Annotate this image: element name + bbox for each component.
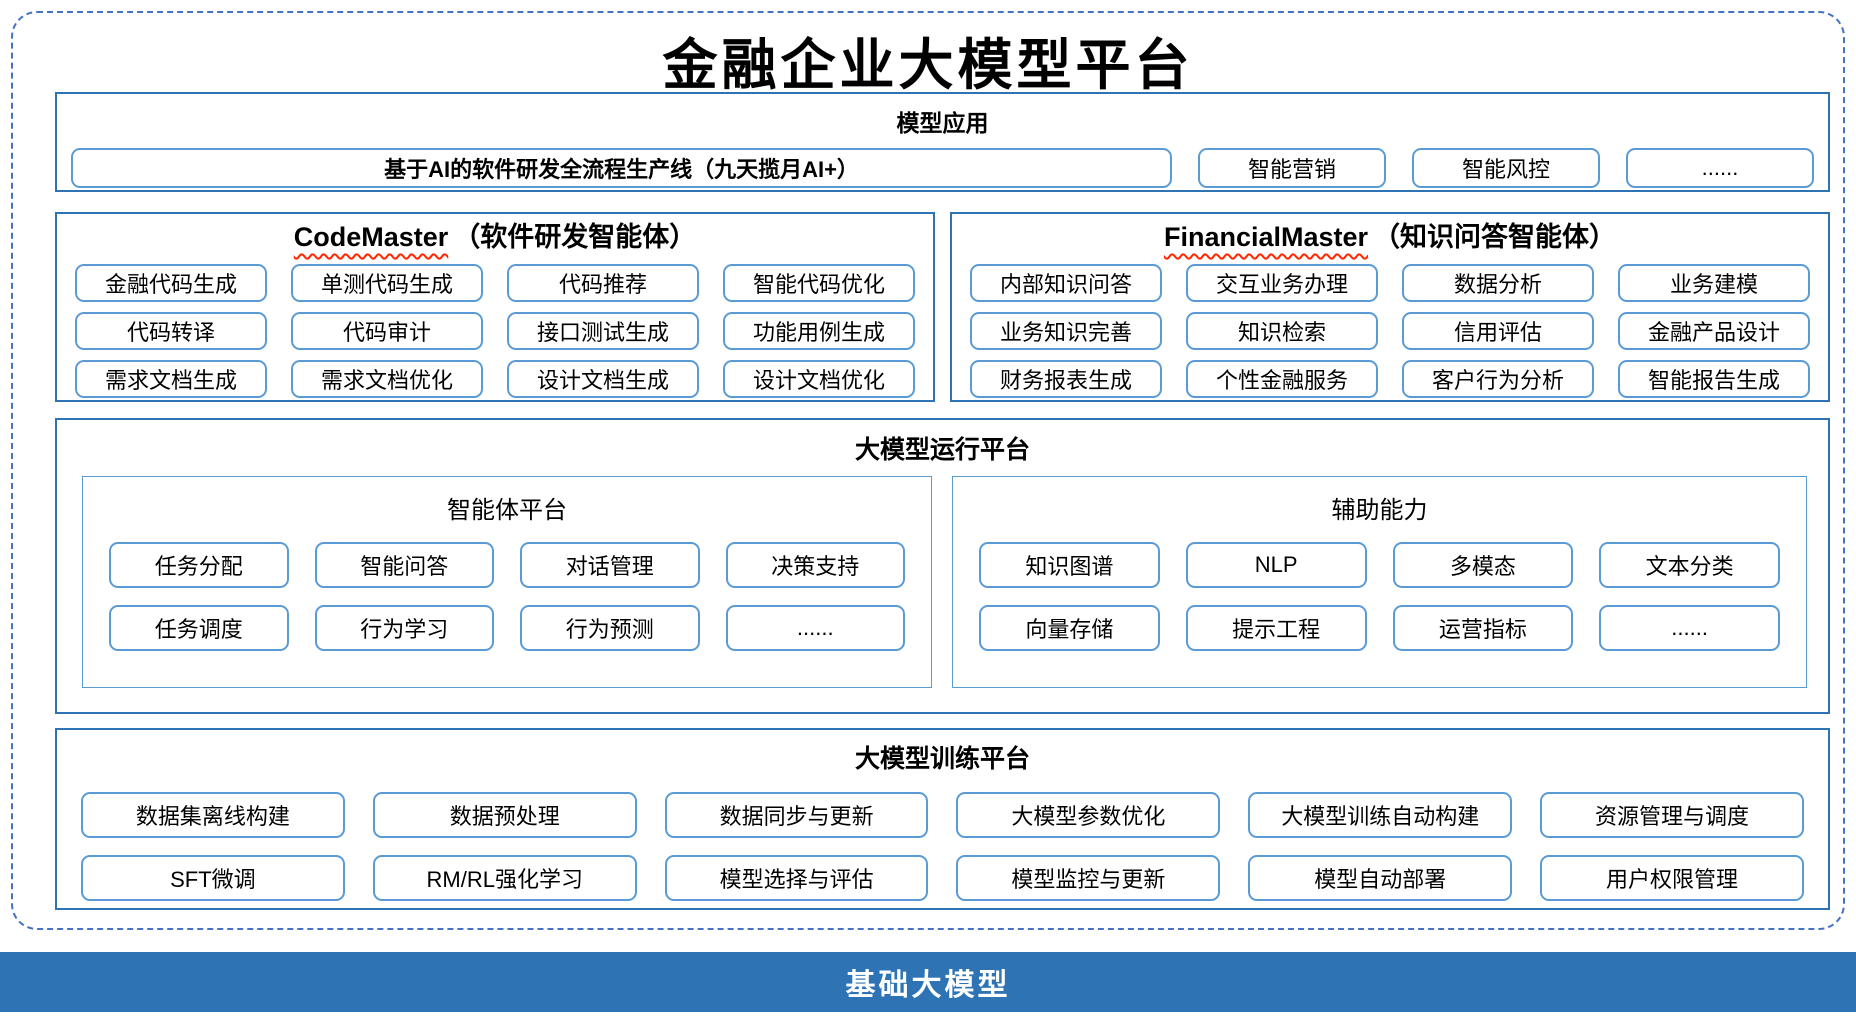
item-box: 向量存储 <box>979 605 1160 651</box>
item-box: 客户行为分析 <box>1402 360 1594 398</box>
section-header: 大模型训练平台 <box>854 745 1030 773</box>
item-box: 财务报表生成 <box>970 360 1162 398</box>
item-box: 智能营销 <box>1198 148 1386 188</box>
item-row: 代码转译 代码审计 接口测试生成 功能用例生成 <box>57 312 933 350</box>
item-box: 功能用例生成 <box>723 312 915 350</box>
item-box: 运营指标 <box>1392 605 1574 651</box>
item-box: 代码转译 <box>75 312 267 350</box>
code-master-name: CodeMaster <box>293 222 449 252</box>
item-row: 向量存储 提示工程 运营指标 ...... <box>953 605 1806 651</box>
section-training-platform: 大模型训练平台 数据集离线构建 数据预处理 数据同步与更新 大模型参数优化 大模… <box>55 728 1830 910</box>
item-box: 多模态 <box>1392 542 1574 588</box>
item-row: SFT微调 RM/RL强化学习 模型选择与评估 模型监控与更新 模型自动部署 用… <box>57 855 1828 901</box>
foundation-model-label: 基础大模型 <box>845 969 1011 1002</box>
item-box: 知识检索 <box>1186 312 1378 350</box>
item-box: 代码审计 <box>291 312 483 350</box>
item-box: 数据同步与更新 <box>664 792 929 838</box>
section-header: CodeMaster（软件研发智能体） <box>57 220 933 254</box>
item-box: 资源管理与调度 <box>1540 792 1804 838</box>
item-row: 任务调度 行为学习 行为预测 ...... <box>83 605 931 651</box>
item-box: 行为预测 <box>520 605 700 651</box>
item-box: 数据预处理 <box>372 792 637 838</box>
item-box: RM/RL强化学习 <box>372 855 637 901</box>
item-row: 财务报表生成 个性金融服务 客户行为分析 智能报告生成 <box>952 360 1828 398</box>
item-row: 知识图谱 NLP 多模态 文本分类 <box>953 542 1806 588</box>
item-box: 需求文档优化 <box>291 360 483 398</box>
section-runtime-platform: 大模型运行平台 智能体平台 任务分配 智能问答 对话管理 决策支持 任务调度 行… <box>55 418 1830 714</box>
subsection-agent-platform: 智能体平台 任务分配 智能问答 对话管理 决策支持 任务调度 行为学习 行为预测… <box>82 476 932 688</box>
item-row: 业务知识完善 知识检索 信用评估 金融产品设计 <box>952 312 1828 350</box>
item-box: 模型选择与评估 <box>664 855 929 901</box>
item-box: 代码推荐 <box>507 264 699 302</box>
item-box: 知识图谱 <box>979 542 1160 588</box>
subsection-header: 辅助能力 <box>1331 497 1428 524</box>
financial-master-name: FinancialMaster <box>1163 222 1369 252</box>
code-master-subtitle: （软件研发智能体） <box>453 222 697 252</box>
item-box: 智能报告生成 <box>1618 360 1810 398</box>
item-box: ...... <box>1626 148 1814 188</box>
item-row: 需求文档生成 需求文档优化 设计文档生成 设计文档优化 <box>57 360 933 398</box>
item-row: 内部知识问答 交互业务办理 数据分析 业务建模 <box>952 264 1828 302</box>
item-box: 金融产品设计 <box>1618 312 1810 350</box>
item-box: 大模型参数优化 <box>956 792 1221 838</box>
item-box: 需求文档生成 <box>75 360 267 398</box>
item-box: 业务知识完善 <box>970 312 1162 350</box>
item-box: 智能代码优化 <box>723 264 915 302</box>
item-box: 内部知识问答 <box>970 264 1162 302</box>
item-box: NLP <box>1185 542 1367 588</box>
subsection-header: 智能体平台 <box>447 497 567 524</box>
item-box: 文本分类 <box>1599 542 1780 588</box>
item-box: 任务分配 <box>109 542 289 588</box>
section-code-master: CodeMaster（软件研发智能体） 金融代码生成 单测代码生成 代码推荐 智… <box>55 212 935 402</box>
item-box: 设计文档生成 <box>507 360 699 398</box>
section-financial-master: FinancialMaster（知识问答智能体） 内部知识问答 交互业务办理 数… <box>950 212 1830 402</box>
item-box: ...... <box>1599 605 1780 651</box>
item-box: SFT微调 <box>81 855 345 901</box>
item-box: 基于AI的软件研发全流程生产线（九天揽月AI+） <box>71 148 1172 188</box>
item-row: 任务分配 智能问答 对话管理 决策支持 <box>83 542 931 588</box>
item-box: 数据集离线构建 <box>81 792 345 838</box>
item-row: 金融代码生成 单测代码生成 代码推荐 智能代码优化 <box>57 264 933 302</box>
section-header: 模型应用 <box>896 110 989 136</box>
item-box: 决策支持 <box>725 542 905 588</box>
item-box: ...... <box>725 605 905 651</box>
item-box: 接口测试生成 <box>507 312 699 350</box>
item-box: 交互业务办理 <box>1186 264 1378 302</box>
applications-row: 基于AI的软件研发全流程生产线（九天揽月AI+） 智能营销 智能风控 .....… <box>57 148 1828 188</box>
item-box: 设计文档优化 <box>723 360 915 398</box>
item-box: 用户权限管理 <box>1540 855 1804 901</box>
item-box: 模型自动部署 <box>1248 855 1513 901</box>
section-header: 大模型运行平台 <box>854 436 1030 464</box>
section-model-applications: 模型应用 基于AI的软件研发全流程生产线（九天揽月AI+） 智能营销 智能风控 … <box>55 92 1830 192</box>
item-box: 行为学习 <box>314 605 494 651</box>
item-box: 模型监控与更新 <box>956 855 1221 901</box>
item-box: 智能问答 <box>314 542 494 588</box>
item-box: 对话管理 <box>520 542 700 588</box>
item-box: 金融代码生成 <box>75 264 267 302</box>
item-box: 智能风控 <box>1412 148 1600 188</box>
item-box: 信用评估 <box>1402 312 1594 350</box>
section-header: FinancialMaster（知识问答智能体） <box>952 220 1828 254</box>
item-box: 个性金融服务 <box>1186 360 1378 398</box>
item-box: 提示工程 <box>1185 605 1367 651</box>
item-box: 任务调度 <box>109 605 289 651</box>
item-box: 单测代码生成 <box>291 264 483 302</box>
financial-master-subtitle: （知识问答智能体） <box>1373 222 1617 252</box>
item-box: 数据分析 <box>1402 264 1594 302</box>
item-box: 大模型训练自动构建 <box>1248 792 1513 838</box>
item-box: 业务建模 <box>1618 264 1810 302</box>
page-title: 金融企业大模型平台 <box>662 32 1194 97</box>
foundation-model-bar: 基础大模型 <box>0 952 1856 1012</box>
item-row: 数据集离线构建 数据预处理 数据同步与更新 大模型参数优化 大模型训练自动构建 … <box>57 792 1828 838</box>
subsection-aux-capabilities: 辅助能力 知识图谱 NLP 多模态 文本分类 向量存储 提示工程 运营指标 ..… <box>952 476 1807 688</box>
